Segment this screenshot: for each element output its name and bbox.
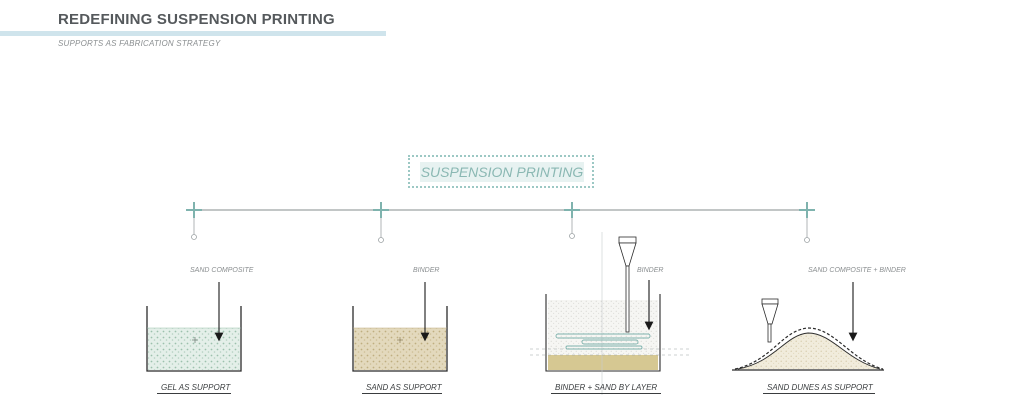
- timeline-node-4: [799, 202, 815, 243]
- stage-3-material-label: BINDER: [637, 267, 664, 274]
- page-subtitle: SUPPORTS AS FABRICATION STRATEGY: [58, 39, 221, 48]
- nozzle-icon: [761, 298, 779, 343]
- layer-container: [530, 232, 690, 395]
- timeline-node-3: [564, 202, 580, 239]
- title-underline: [0, 31, 386, 36]
- sand-container: [352, 282, 448, 372]
- stage-1-caption: GEL AS SUPPORT: [157, 383, 231, 394]
- center-frame: [408, 155, 594, 188]
- stage-4-caption: SAND DUNES AS SUPPORT: [763, 383, 875, 394]
- gel-container: [146, 282, 242, 372]
- stage-4-material-label: SAND COMPOSITE + BINDER: [808, 267, 906, 274]
- stage-2-caption: SAND AS SUPPORT: [362, 383, 442, 394]
- dune-shape: [732, 282, 884, 371]
- stage-2-material-label: BINDER: [413, 267, 440, 274]
- page-title: REDEFINING SUSPENSION PRINTING: [58, 11, 335, 28]
- timeline-node-2: [373, 202, 389, 243]
- stage-1-material-label: SAND COMPOSITE: [190, 267, 254, 274]
- timeline-node-1: [186, 202, 202, 240]
- nozzle-icon: [618, 236, 637, 333]
- stage-3-caption: BINDER + SAND BY LAYER: [551, 383, 661, 394]
- center-label: SUSPENSION PRINTING: [420, 162, 584, 182]
